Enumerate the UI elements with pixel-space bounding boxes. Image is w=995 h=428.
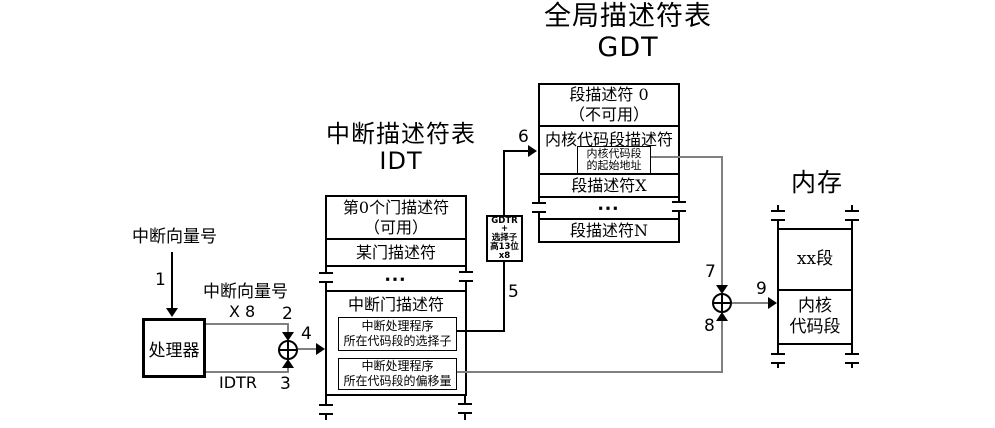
arrowhead-step2-down-icon — [282, 332, 294, 341]
idt-offset-line1: 中断处理程序 — [361, 359, 434, 373]
gdt-break-left-icon — [532, 202, 546, 213]
line-step7-v — [721, 156, 723, 287]
memory-row-xx-segment: xx段 — [777, 228, 853, 291]
processor-label: 处理器 — [148, 340, 200, 361]
line-step7-h — [651, 156, 723, 158]
arrowhead-step7-down-icon — [716, 285, 728, 294]
idt-break-left-icon — [319, 272, 333, 283]
memory-kernel-line1: 内核 — [798, 296, 832, 316]
idt-title-line2: IDT — [379, 147, 423, 175]
arrowhead-step6-right-icon — [528, 145, 537, 157]
line-step9 — [732, 302, 770, 304]
idt-ellipsis: ⋯ — [384, 265, 408, 292]
idt-title: 中断描述符表 IDT — [321, 121, 481, 175]
arrowhead-step1-down-icon — [166, 308, 178, 317]
line-step3-v — [287, 366, 289, 373]
gdt-title-line2: GDT — [597, 32, 659, 63]
arrowhead-step8-up-icon — [716, 312, 728, 321]
idtr-label: IDTR — [219, 373, 257, 392]
gdt-row-desc-n-label: 段描述符N — [569, 220, 648, 240]
gdtr-box: GDTR + 选择子 高13位 x8 — [486, 215, 523, 262]
idt-title-line1: 中断描述符表 — [326, 120, 476, 148]
memory-xx-segment-label: xx段 — [796, 249, 834, 269]
memory-row-kernel-segment: 内核 代码段 — [777, 289, 853, 345]
idt-bottom-break-left-icon — [319, 404, 333, 415]
idt-selector-line1: 中断处理程序 — [361, 319, 434, 333]
vector-times8-label-line1: 中断向量号 — [203, 282, 288, 302]
step-3: 3 — [280, 374, 291, 394]
arrowhead-step9-right-icon — [768, 297, 777, 309]
gdt-row-desc-x-label: 段描述符X — [571, 175, 647, 195]
line-step3-h — [206, 371, 289, 373]
gdt-title-line1: 全局描述符表 — [544, 1, 712, 32]
line-step4 — [298, 348, 318, 350]
step-9: 9 — [756, 279, 767, 299]
memory-top-break-left-icon — [771, 210, 785, 221]
gdt-row-desc-n: 段描述符N — [538, 218, 680, 243]
step-1: 1 — [155, 270, 166, 290]
step-7: 7 — [705, 262, 716, 282]
idt-row-gate0-line1: 第0个门描述符 — [342, 197, 450, 217]
idt-row-gate0-line2: （可用） — [363, 217, 428, 237]
gdt-title: 全局描述符表 GDT — [513, 1, 743, 63]
gdt-kernel-addr-line2: 的起始地址 — [586, 159, 642, 172]
line-step2-v — [287, 323, 289, 334]
gdtr-line4: 高13位 — [490, 241, 519, 252]
idt-bottom-break-right-icon — [458, 403, 472, 414]
interrupt-vector-label: 中断向量号 — [132, 227, 217, 247]
idt-row-some-gate-label: 某门描述符 — [355, 242, 436, 262]
step-4: 4 — [301, 324, 312, 344]
gdt-row-desc0-line1: 段描述符 0 — [569, 85, 649, 104]
line-step6-v — [503, 152, 505, 215]
memory-bottom-break-right-icon — [845, 353, 859, 364]
gdtr-line3: 选择子 — [491, 233, 518, 244]
line-step5-v — [503, 261, 505, 332]
gdt-kernel-addr-line1: 内核代码段 — [586, 147, 642, 160]
idt-offset-box: 中断处理程序 所在代码段的偏移量 — [338, 358, 457, 390]
processor-box: 处理器 — [142, 318, 206, 378]
memory-bottom-break-left-icon — [771, 353, 785, 364]
gdt-row-ellipsis: ⋯ — [538, 196, 680, 220]
gdt-break-right-icon — [672, 201, 686, 212]
idt-row-some-gate: 某门描述符 — [325, 238, 467, 267]
memory-title: 内存 — [790, 168, 843, 197]
arrowhead-step4-right-icon — [316, 343, 325, 355]
line-step8-v — [721, 320, 723, 373]
idt-break-right-icon — [459, 271, 473, 282]
step-8: 8 — [704, 316, 715, 336]
gdt-kernel-addr-box: 内核代码段 的起始地址 — [577, 146, 651, 174]
idt-offset-line2: 所在代码段的偏移量 — [343, 374, 452, 388]
idt-selector-line2: 所在代码段的选择子 — [343, 334, 452, 348]
adder-right-plus-icon — [712, 293, 732, 313]
idt-row-ellipsis: ⋯ — [325, 265, 467, 292]
gdt-kernel-header: 内核代码段描述符 — [544, 130, 673, 149]
gdtr-line1: GDTR — [491, 215, 518, 226]
gdt-row-desc0: 段描述符 0 （不可用） — [538, 83, 680, 127]
line-step1 — [171, 252, 173, 309]
memory-kernel-line2: 代码段 — [789, 317, 841, 337]
gdt-row-desc0-line2: （不可用） — [568, 105, 649, 124]
idt-row-gate0: 第0个门描述符 （可用） — [325, 195, 467, 240]
gdtr-line5: x8 — [498, 250, 511, 261]
idt-gate-header: 中断门描述符 — [347, 295, 444, 314]
adder-left-plus-icon — [278, 340, 298, 360]
line-step6-h — [503, 150, 530, 152]
gdt-ellipsis: ⋯ — [597, 195, 621, 221]
step-2: 2 — [282, 304, 293, 324]
line-step8-h — [457, 371, 723, 373]
step-5: 5 — [508, 282, 519, 302]
gdt-row-desc-x: 段描述符X — [538, 173, 680, 198]
idt-selector-box: 中断处理程序 所在代码段的选择子 — [338, 317, 457, 351]
line-step5-h — [457, 330, 505, 332]
line-step2-h — [206, 323, 289, 325]
arrowhead-step3-up-icon — [282, 359, 294, 368]
vector-times8-label-line2: X 8 — [229, 302, 256, 321]
step-6: 6 — [518, 127, 529, 147]
gdtr-line2: + — [500, 224, 509, 235]
memory-top-break-right-icon — [845, 210, 859, 221]
